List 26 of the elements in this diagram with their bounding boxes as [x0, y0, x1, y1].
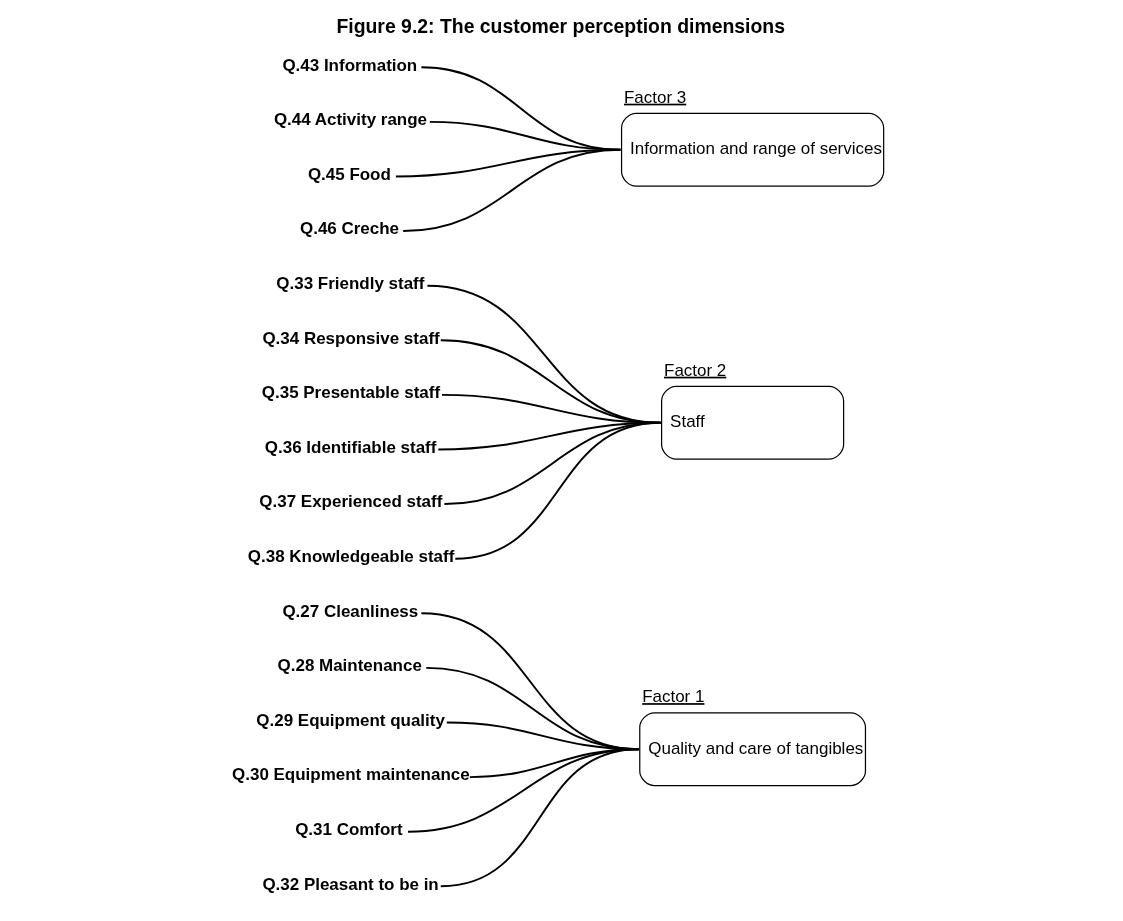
node-box: Information and range of services [620, 112, 885, 187]
node-text: Q.32 Pleasant to be in [262, 874, 439, 894]
node-text: Q.34 Responsive staff [262, 328, 440, 348]
node-text: Q.43 Information [282, 55, 418, 75]
node-label: Factor 3 [623, 87, 687, 107]
node-box: Quality and care of tangibles [639, 711, 867, 786]
connector [439, 747, 640, 887]
node-text: Q.28 Maintenance [277, 655, 422, 675]
connector [454, 421, 662, 560]
node-text: Q.30 Equipment maintenance [232, 764, 470, 784]
node-text: Q.31 Comfort [295, 819, 403, 839]
node-box: Staff [661, 385, 845, 460]
node-text: Q.27 Cleanliness [282, 601, 419, 621]
node-text: Q.38 Knowledgeable staff [247, 546, 455, 566]
node-text: Q.36 Identifiable staff [264, 437, 437, 457]
node-text: Q.37 Experienced staff [259, 491, 443, 511]
node-text: Q.46 Creche [300, 218, 400, 238]
node-label: Factor 1 [642, 686, 705, 706]
node-text: Q.33 Friendly staff [276, 273, 425, 293]
connector [402, 148, 622, 232]
node-text: Q.44 Activity range [273, 109, 428, 129]
node-label: Factor 2 [664, 360, 727, 380]
node-text: Q.29 Equipment quality [256, 710, 445, 730]
node-text: Q.35 Presentable staff [261, 382, 441, 402]
node-text: Q.45 Food [307, 164, 391, 184]
diagram-title: Figure 9.2: The customer perception dimensions [336, 14, 785, 37]
